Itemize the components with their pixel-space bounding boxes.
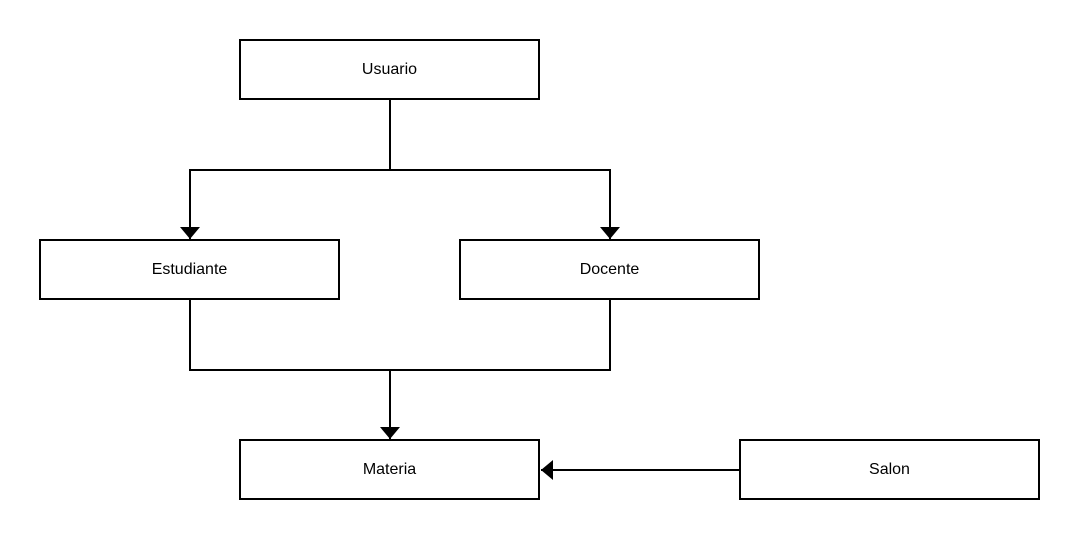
edge-docente-materia <box>390 300 611 371</box>
node-estudiante-label: Estudiante <box>151 260 228 278</box>
node-salon-label: Salon <box>869 460 910 478</box>
edge-usuario-estudiante <box>180 169 390 239</box>
node-salon[interactable]: Salon <box>739 439 1040 500</box>
edge-usuario-docente <box>390 169 620 239</box>
node-usuario-label: Usuario <box>361 60 418 78</box>
node-materia[interactable]: Materia <box>239 439 540 500</box>
node-materia-label: Materia <box>362 460 417 478</box>
node-docente-label: Docente <box>579 260 640 278</box>
node-docente[interactable]: Docente <box>459 239 760 300</box>
node-usuario[interactable]: Usuario <box>239 39 540 100</box>
node-estudiante[interactable]: Estudiante <box>39 239 340 300</box>
edge-estudiante-materia <box>189 300 390 371</box>
